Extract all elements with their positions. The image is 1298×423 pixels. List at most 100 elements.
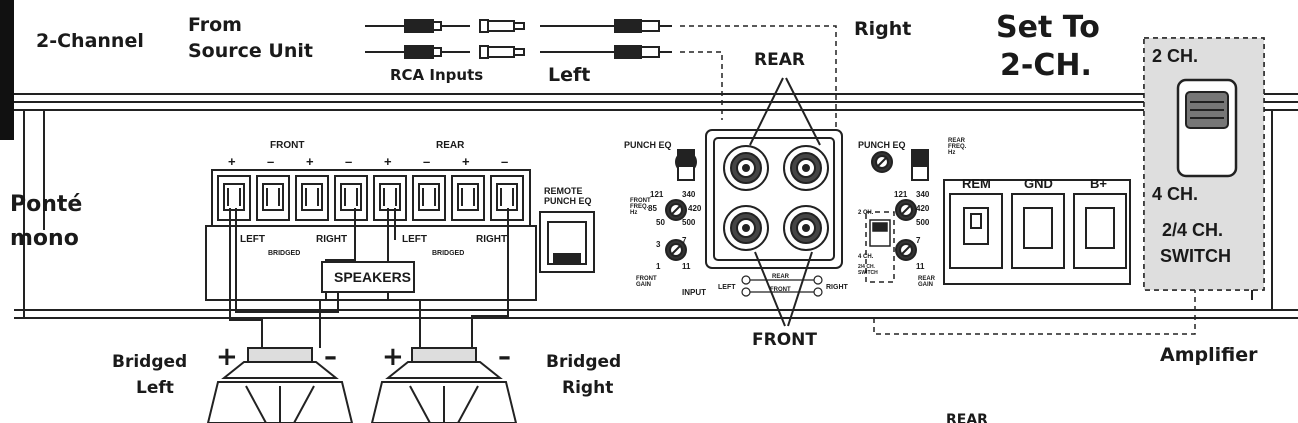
rear-freq-label: REAR FREQ. Hz [948, 138, 967, 156]
speaker-terminal [295, 175, 329, 221]
ponte-label: Ponté [10, 192, 83, 217]
front-terminal-label: FRONT [270, 140, 305, 151]
knob [665, 199, 687, 221]
right-label-2: RIGHT [476, 234, 508, 245]
punch-eq-front-label: PUNCH EQ [624, 140, 672, 150]
mini-ch-switch [869, 219, 891, 247]
rca-jack [783, 205, 829, 251]
input-right-label: RIGHT [826, 284, 848, 291]
amplifier-label: Amplifier [1160, 344, 1258, 366]
terminal-sign: + [306, 154, 314, 169]
input-mini [741, 275, 823, 297]
bplus-label: B+ [1090, 176, 1107, 191]
rca-input-panel [705, 129, 843, 269]
edge-bar [0, 0, 14, 140]
switch-2ch-label: 2 CH. [1152, 46, 1199, 66]
channel-label: 2-Channel [36, 30, 144, 52]
terminal-sign: + [228, 154, 236, 169]
knob [665, 239, 687, 261]
from-label: From [188, 14, 242, 36]
terminal-sign: – [267, 154, 275, 169]
gnd-label: GND [1024, 176, 1053, 191]
speakers-label: SPEAKERS [334, 269, 412, 285]
power-terminal-block [943, 179, 1131, 285]
input-rear-label: REAR [772, 274, 790, 280]
speaker-terminal [334, 175, 368, 221]
left-label-1: LEFT [240, 234, 265, 245]
speaker-terminal-block [205, 169, 537, 301]
punch-eq-rear-label: PUNCH EQ [858, 140, 906, 150]
rear-terminal-label: REAR [436, 140, 465, 151]
set-to-value: 2-CH. [1000, 48, 1092, 83]
mini-switch-label: 2/4 CH. SWITCH [858, 264, 878, 276]
input-label: INPUT [682, 288, 706, 297]
f121-rear: 121 [894, 190, 908, 199]
speaker-terminal [256, 175, 290, 221]
f500-front: 500 [682, 218, 696, 227]
g11-front: 11 [682, 262, 691, 271]
right-plus-sign: + [382, 342, 404, 372]
g11-rear: 11 [916, 262, 925, 271]
rem-label: REM [962, 176, 991, 191]
left-minus-sign: – [324, 342, 337, 372]
ch-switch-graphic [1143, 37, 1265, 291]
remote-punch-label: PUNCH EQ [544, 196, 592, 206]
f121-front: 121 [650, 190, 664, 199]
f420-front: 420 [688, 204, 702, 213]
rca-jack [783, 145, 829, 191]
bridged-right-label: Bridged [546, 352, 622, 372]
right-input-label: Right [854, 18, 912, 40]
mini-2ch-label: 2 CH. [858, 210, 874, 216]
terminal-sign: + [384, 154, 392, 169]
front-gain-label: FRONT GAIN [636, 276, 657, 288]
speaker-terminal [217, 175, 251, 221]
front-freq-label: FRONT FREQ. Hz [630, 198, 651, 216]
speaker-right-graphic [370, 347, 518, 423]
bridged-left-label: Bridged [112, 352, 188, 372]
set-to-label: Set To [996, 10, 1100, 45]
speaker-terminal [451, 175, 485, 221]
f340-front: 340 [682, 190, 696, 199]
front-bottom-label: FRONT [752, 330, 817, 350]
bridged-label-2: BRIDGED [432, 250, 465, 257]
f50-front: 50 [656, 218, 665, 227]
f500-rear: 500 [916, 218, 930, 227]
switch-label-2: SWITCH [1160, 246, 1231, 266]
f85-front: 85 [648, 204, 657, 213]
switch-label-1: 2/4 CH. [1162, 220, 1224, 240]
source-label: Source Unit [188, 40, 313, 62]
rca-jacks [723, 145, 829, 251]
channel-arrows [749, 77, 821, 327]
rca-inputs-label: RCA Inputs [390, 66, 484, 84]
f340-rear: 340 [916, 190, 930, 199]
knob [895, 239, 917, 261]
left-label-2: LEFT [402, 234, 427, 245]
remote-port [539, 211, 595, 273]
terminal-sign: – [423, 154, 431, 169]
rear-gain-label: REAR GAIN [918, 276, 936, 288]
remote-label: REMOTE [544, 186, 583, 196]
speaker-left-graphic [206, 347, 354, 423]
eq-switches [677, 149, 929, 181]
speaker-terminal [373, 175, 407, 221]
left-speaker-label: Left [136, 378, 174, 398]
left-input-label: Left [548, 64, 591, 86]
terminal-sign: – [501, 154, 509, 169]
rear-bottom-label: REAR [946, 412, 988, 423]
terminals [217, 175, 524, 221]
right-label-1: RIGHT [316, 234, 348, 245]
knob [871, 151, 893, 173]
terminal-sign: + [462, 154, 470, 169]
input-front-label: FRONT [770, 287, 791, 293]
g1-front: 1 [656, 262, 661, 271]
right-minus-sign: – [498, 342, 511, 372]
rear-top-label: REAR [754, 50, 805, 70]
right-speaker-label: Right [562, 378, 614, 398]
speaker-terminal [412, 175, 446, 221]
g7-rear: 7 [916, 236, 921, 245]
mini-4ch-label: 4 CH. [858, 254, 874, 260]
input-left-label: LEFT [718, 284, 736, 291]
f420-rear: 420 [916, 204, 930, 213]
